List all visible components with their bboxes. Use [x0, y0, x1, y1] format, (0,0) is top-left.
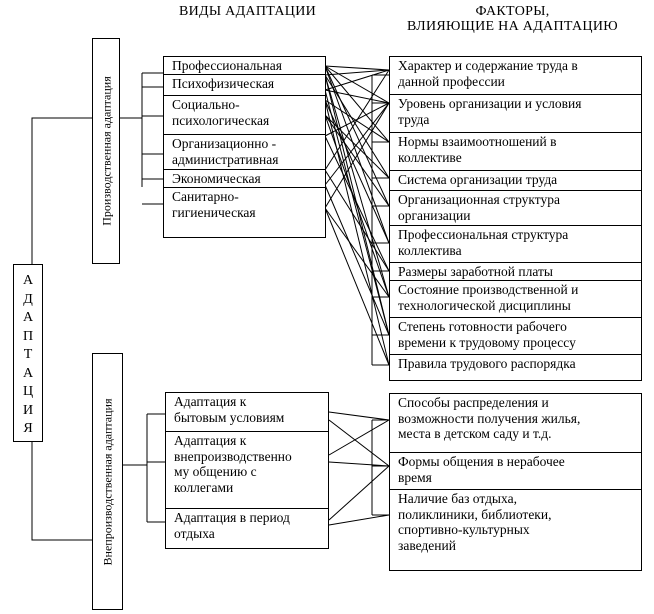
- nonproduction-type-item-line: внепроизводственно: [174, 448, 292, 464]
- nonproduction-factor-item-line: Формы общения в нерабочее: [398, 454, 565, 469]
- production-factor-item-line: технологической дисциплины: [398, 297, 571, 313]
- nonproduction-factor-item-line: поликлиники, библиотеки,: [398, 506, 552, 522]
- production-factor-item-line: данной профессии: [398, 73, 505, 89]
- production-type-item: Профессиональная: [164, 57, 325, 74]
- production-factor-item: Правила трудового распорядка: [390, 354, 641, 382]
- production-type-item-line: Психофизическая: [172, 76, 275, 91]
- production-type-item-line: Санитарно-: [172, 189, 239, 204]
- production-factor-item-line: организации: [398, 207, 471, 223]
- production-type-item-line: административная: [172, 151, 279, 167]
- nonproduction-factor-item-line: Наличие баз отдыха,: [398, 491, 517, 506]
- production-type-item-line: Экономическая: [172, 171, 261, 186]
- nonproduction-factor-item-line: места в детском саду и т.д.: [398, 426, 552, 441]
- connector-nonproduction-factor-bracket: [371, 419, 389, 516]
- production-factor-item-line: Система организации труда: [398, 172, 558, 187]
- production-factor-item-line: Состояние производственной и: [398, 282, 579, 297]
- production-type-item-line: психологическая: [172, 112, 270, 128]
- production-type-item-line: Организационно -: [172, 136, 277, 151]
- adaptation-letter: А: [22, 273, 34, 288]
- adaptation-letter: Я: [23, 421, 33, 436]
- production-factor-item: Размеры заработной платы: [390, 262, 641, 280]
- production-factor-item-line: Профессиональная структура: [398, 227, 569, 242]
- connector-factor-bracket: [371, 74, 389, 366]
- production-type-item: Санитарно-гигиеническая: [164, 187, 325, 239]
- nonproduction-type-item-line: отдыха: [174, 525, 215, 541]
- connector-production-bracket: [120, 72, 163, 205]
- nonproduction-factor-item-line: время: [398, 469, 432, 485]
- nonproduction-factor-item-line: возможности получения жилья,: [398, 410, 581, 426]
- nonproduction-factor-item: Наличие баз отдыха,поликлиники, библиоте…: [390, 489, 641, 572]
- connector-production-crosslinks: [324, 65, 390, 366]
- production-type-item: Социально-психологическая: [164, 95, 325, 134]
- nonproduction-branch-box: Внепроизводственная адаптация: [92, 353, 123, 610]
- nonproduction-type-item-line: бытовым условиям: [174, 409, 285, 425]
- production-branch-label: Производственная адаптация: [99, 76, 114, 226]
- connector-nonproduction-crosslinks: [328, 411, 390, 526]
- nonproduction-type-item-line: му общению с: [174, 464, 257, 479]
- production-factor-item-line: Размеры заработной платы: [398, 264, 553, 279]
- factors-header-line2: ВЛИЯЮЩИЕ НА АДАПТАЦИЮ: [407, 19, 618, 34]
- adaptation-letter: А: [22, 310, 34, 325]
- nonproduction-factor-item-line: спортивно-культурных: [398, 522, 530, 537]
- connector-root-production: [31, 117, 92, 264]
- production-factor-item-line: Организационная структура: [398, 192, 560, 207]
- adaptation-letter: Ц: [22, 384, 34, 399]
- adaptation-letter: П: [22, 328, 34, 344]
- adaptation-letter: И: [22, 402, 34, 418]
- production-factor-item-line: Характер и содержание труда в: [398, 58, 578, 73]
- production-factor-item-line: времени к трудовому процессу: [398, 334, 576, 350]
- factors-header-line1: ФАКТОРЫ,: [475, 4, 550, 19]
- nonproduction-factor-item-line: Способы распределения и: [398, 395, 549, 410]
- production-factor-item-line: Уровень организации и условия: [398, 96, 582, 111]
- production-type-item: Психофизическая: [164, 74, 325, 95]
- nonproduction-branch-label: Внепроизводственная адаптация: [100, 398, 115, 566]
- production-factor-item-line: Степень готовности рабочего: [398, 319, 567, 334]
- production-factor-item-line: коллектива: [398, 242, 462, 258]
- types-header: ВИДЫ АДАПТАЦИИ: [178, 4, 317, 19]
- nonproduction-type-item-line: Адаптация к: [174, 394, 247, 409]
- production-type-item: Организационно -административная: [164, 134, 325, 169]
- nonproduction-factor-item-line: заведений: [398, 537, 456, 553]
- production-factor-item-line: коллективе: [398, 149, 462, 165]
- adaptation-letter: Т: [23, 347, 33, 362]
- production-factor-item-line: Нормы взаимоотношений в: [398, 134, 557, 149]
- production-type-item-line: Профессиональная: [172, 58, 282, 73]
- adaptation-letter: Д: [23, 291, 33, 307]
- production-factor-item-line: труда: [398, 111, 430, 127]
- production-type-item: Экономическая: [164, 169, 325, 187]
- connector-root-nonproduction: [31, 442, 92, 541]
- nonproduction-type-item-line: Адаптация к: [174, 433, 247, 448]
- connector-nonproduction-bracket: [123, 413, 165, 523]
- production-type-item-line: гигиеническая: [172, 204, 256, 220]
- nonproduction-type-item-line: коллегами: [174, 479, 234, 495]
- nonproduction-type-item-line: Адаптация в период: [174, 510, 290, 525]
- production-factor-item-line: Правила трудового распорядка: [398, 356, 576, 371]
- factors-header: ФАКТОРЫ, ВЛИЯЮЩИЕ НА АДАПТАЦИЮ: [390, 4, 635, 34]
- production-factor-item: Система организации труда: [390, 170, 641, 190]
- adaptation-letter: А: [22, 365, 34, 381]
- production-type-item-line: Социально-: [172, 97, 240, 112]
- production-branch-box: Производственная адаптация: [92, 38, 120, 264]
